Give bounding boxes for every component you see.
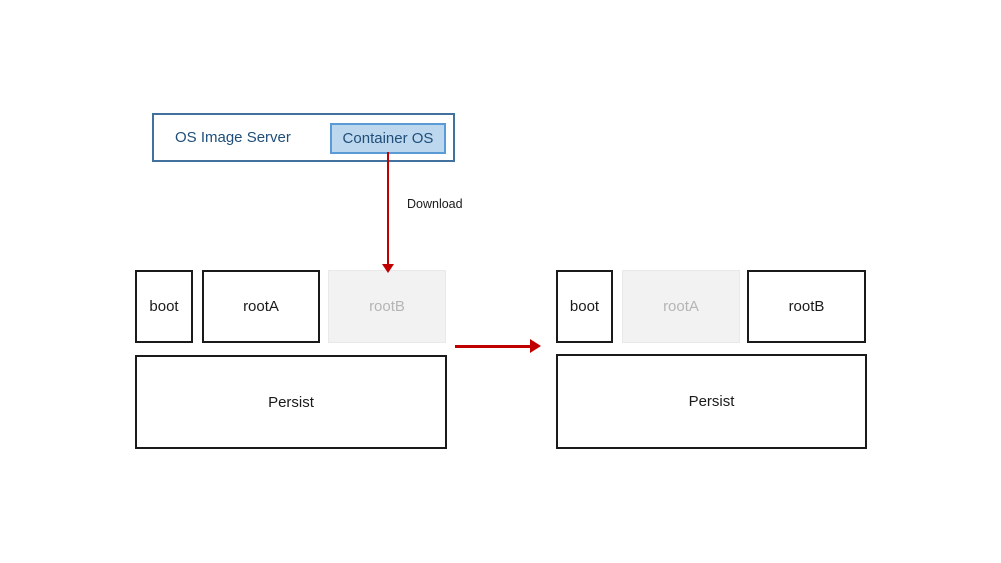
left-partition-boot: boot — [135, 270, 193, 343]
right-partition-persist: Persist — [556, 354, 867, 449]
os-image-server-box: OS Image Server Container OS — [152, 113, 455, 162]
download-label: Download — [407, 197, 463, 211]
right-partition-roota: rootA — [622, 270, 740, 343]
right-partition-boot: boot — [556, 270, 613, 343]
container-os-chip: Container OS — [330, 123, 446, 154]
transition-arrow-line — [455, 345, 532, 348]
transition-arrow-head-icon — [530, 339, 541, 353]
right-partition-rootb: rootB — [747, 270, 866, 343]
download-arrow-line — [387, 152, 389, 265]
download-arrow-head-icon — [382, 264, 394, 273]
left-partition-rootb: rootB — [328, 270, 446, 343]
os-image-server-label: OS Image Server — [175, 129, 291, 146]
left-partition-persist: Persist — [135, 355, 447, 449]
left-partition-roota: rootA — [202, 270, 320, 343]
